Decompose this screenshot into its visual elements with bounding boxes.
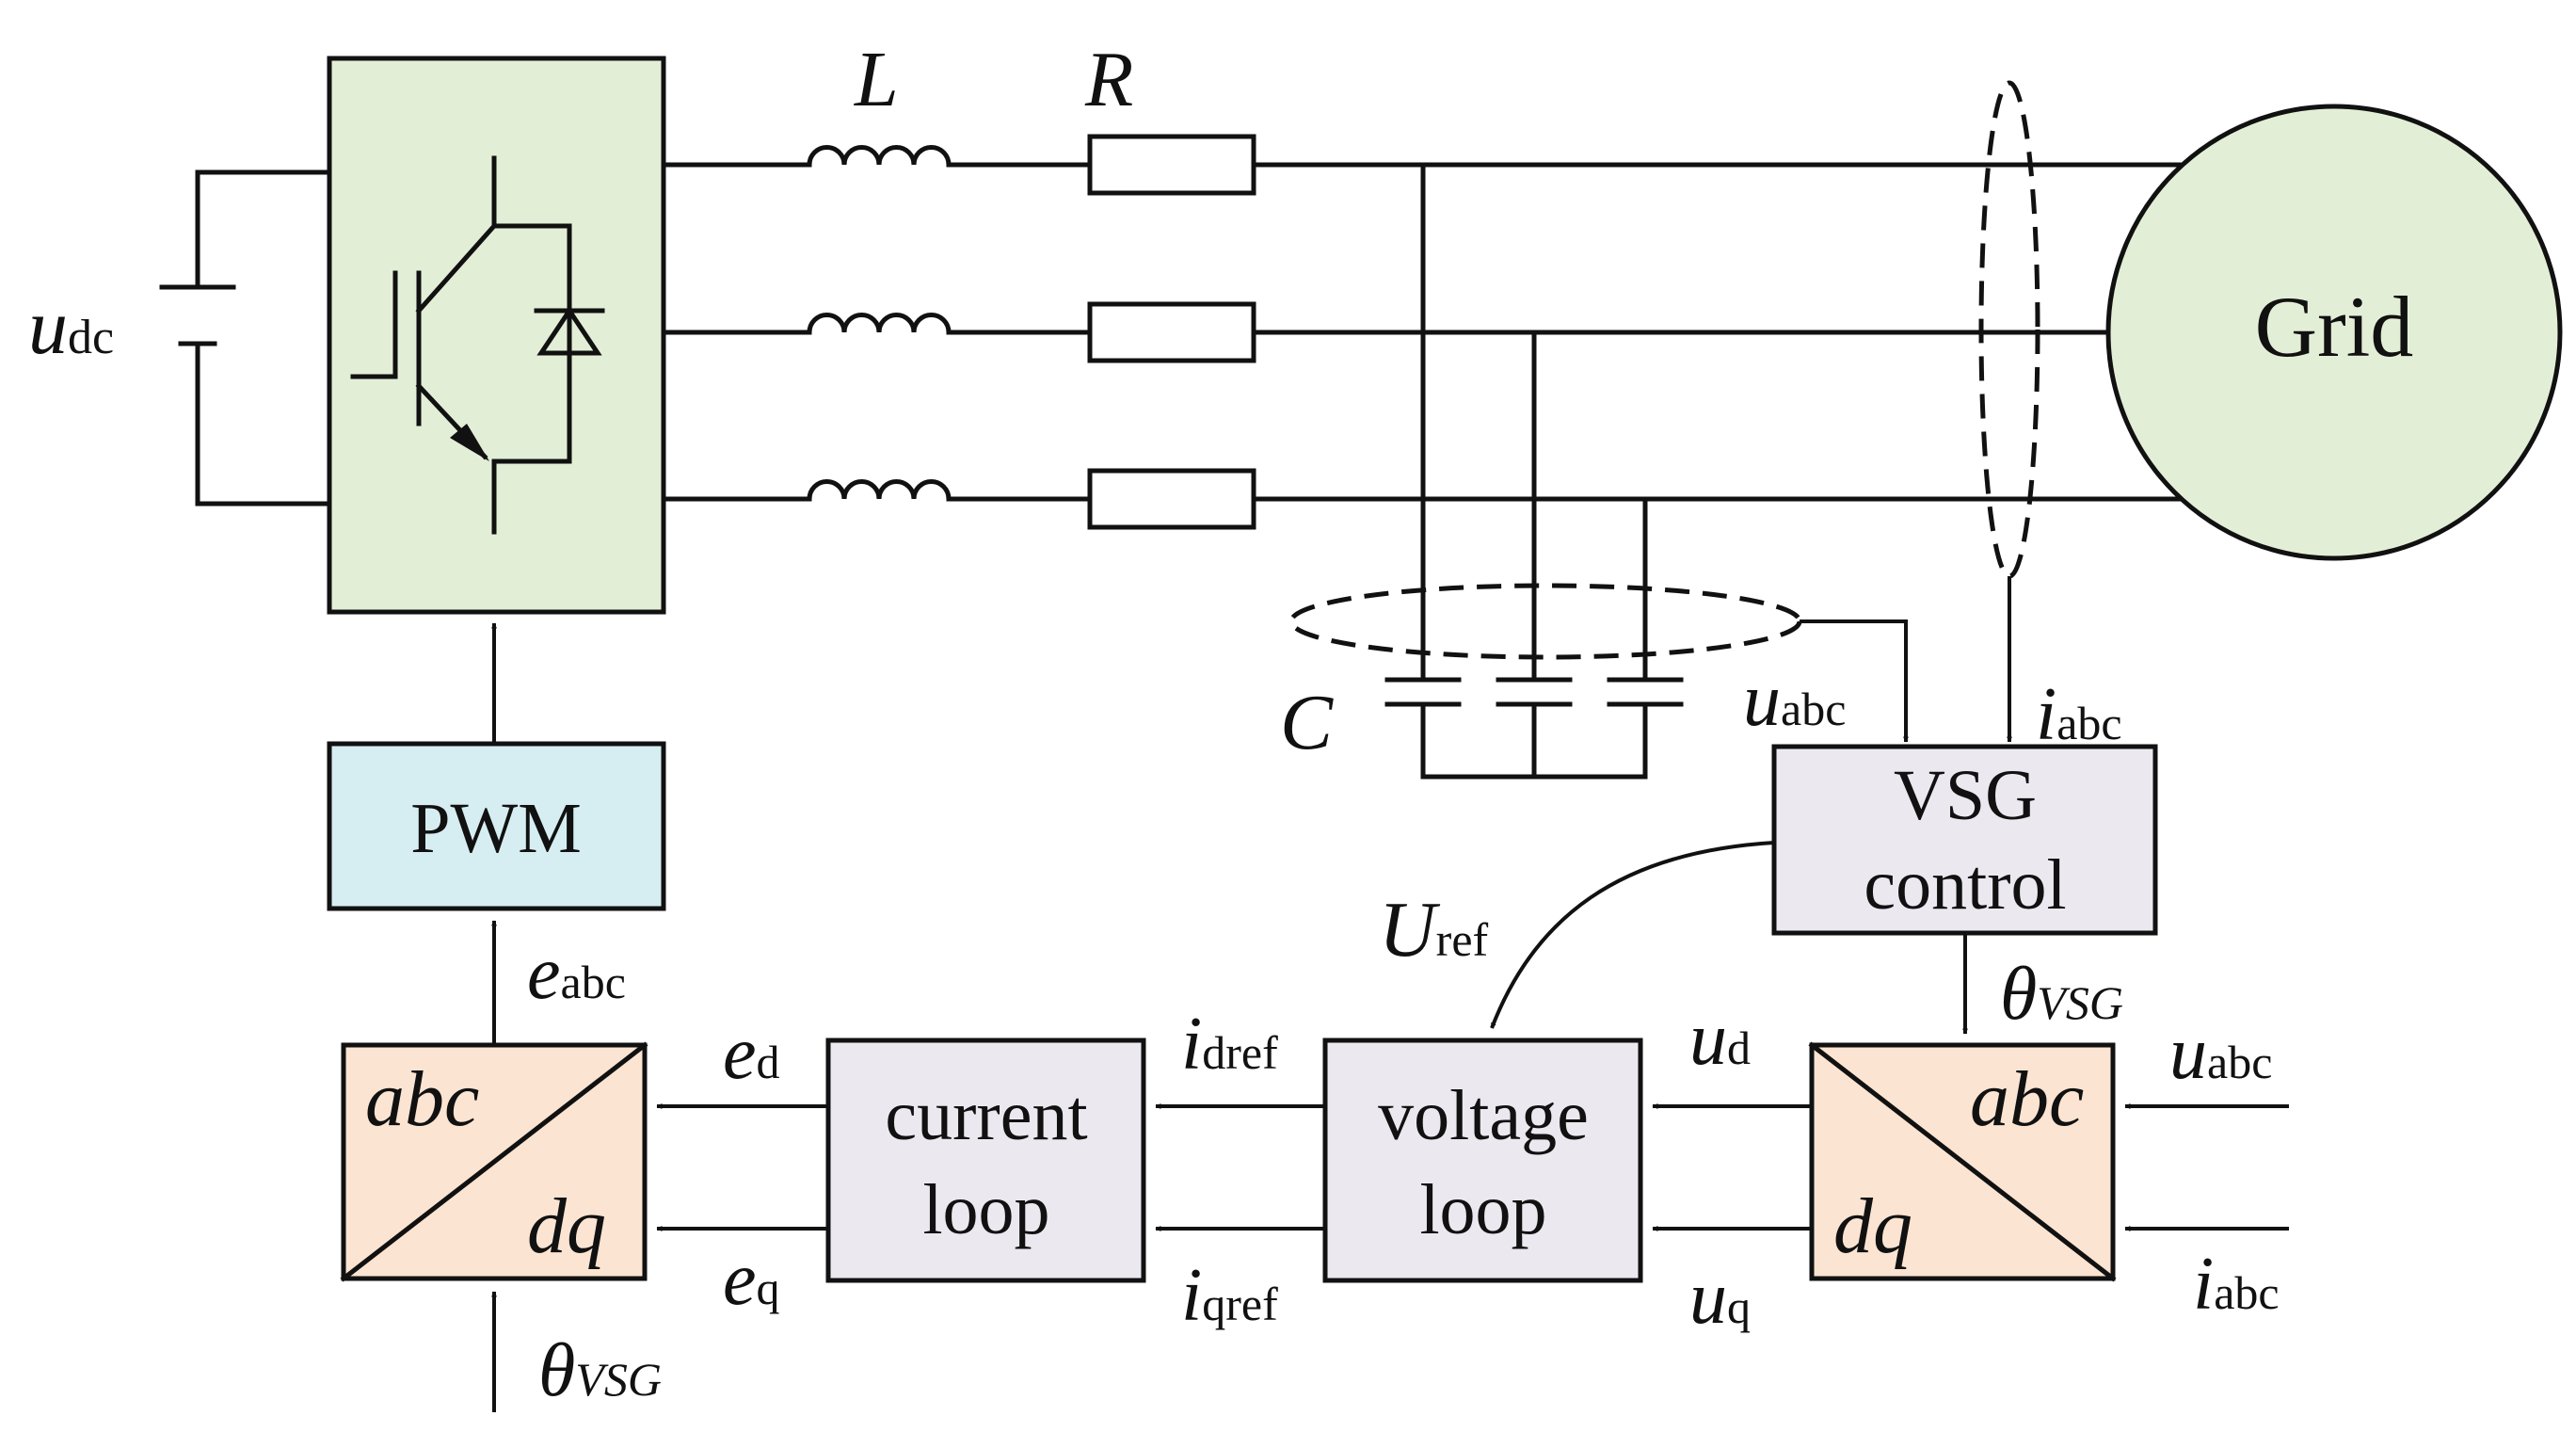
abc-label-right: abc xyxy=(1970,1055,2084,1143)
capacitor-icon xyxy=(1384,162,1684,780)
iqref-label: iqref xyxy=(1181,1254,1278,1337)
uref-signal xyxy=(1490,841,1775,1029)
current-loop-block xyxy=(825,1038,1146,1283)
vsg-control-label-2: control xyxy=(1864,845,2066,925)
phase-lines xyxy=(661,162,2182,502)
dq-label-left: dq xyxy=(527,1183,606,1270)
uq-label: uq xyxy=(1689,1257,1751,1340)
udc-label: udc xyxy=(28,283,114,371)
eabc-label: eabc xyxy=(527,932,626,1015)
ed-label: ed xyxy=(723,1012,780,1095)
theta-vsg-left-label: θVSG xyxy=(538,1329,662,1412)
theta-vsg-right-label: θVSG xyxy=(2000,953,2123,1036)
abc-label-left: abc xyxy=(365,1055,479,1143)
igbt-diode-icon xyxy=(350,155,605,535)
grid-source xyxy=(2105,104,2563,561)
inductor-label: L xyxy=(854,36,899,123)
current-loop-label-1: current xyxy=(885,1076,1087,1155)
resistor-icon xyxy=(1087,134,1256,530)
resistor-label: R xyxy=(1084,36,1133,123)
dc-source xyxy=(159,169,332,507)
pwm-label: PWM xyxy=(410,789,582,868)
inductor-icon xyxy=(807,145,952,502)
voltage-loop-block xyxy=(1322,1038,1643,1283)
voltage-loop-label-2: loop xyxy=(1419,1170,1546,1249)
idref-label: idref xyxy=(1181,1003,1278,1086)
grid-label: Grid xyxy=(2255,279,2414,375)
iabc-input-label: iabc xyxy=(2193,1243,2280,1326)
ud-label: ud xyxy=(1689,998,1751,1081)
current-loop-label-2: loop xyxy=(922,1170,1049,1249)
dq-label-right: dq xyxy=(1833,1183,1912,1270)
pwm-block xyxy=(327,741,666,911)
voltage-sensor xyxy=(1288,583,1802,660)
eq-label: eq xyxy=(723,1238,780,1321)
uref-label: Uref xyxy=(1379,886,1489,973)
uabc-measured-label: uabc xyxy=(1743,659,1846,742)
vsg-control-block xyxy=(1771,744,2158,936)
vsg-control-label-1: VSG xyxy=(1894,756,2037,835)
uabc-input-label: uabc xyxy=(2169,1012,2272,1095)
capacitor-label: C xyxy=(1280,679,1334,766)
iabc-measured-label: iabc xyxy=(2036,673,2122,756)
voltage-loop-label-1: voltage xyxy=(1378,1076,1589,1155)
current-sensor xyxy=(1978,80,2040,579)
